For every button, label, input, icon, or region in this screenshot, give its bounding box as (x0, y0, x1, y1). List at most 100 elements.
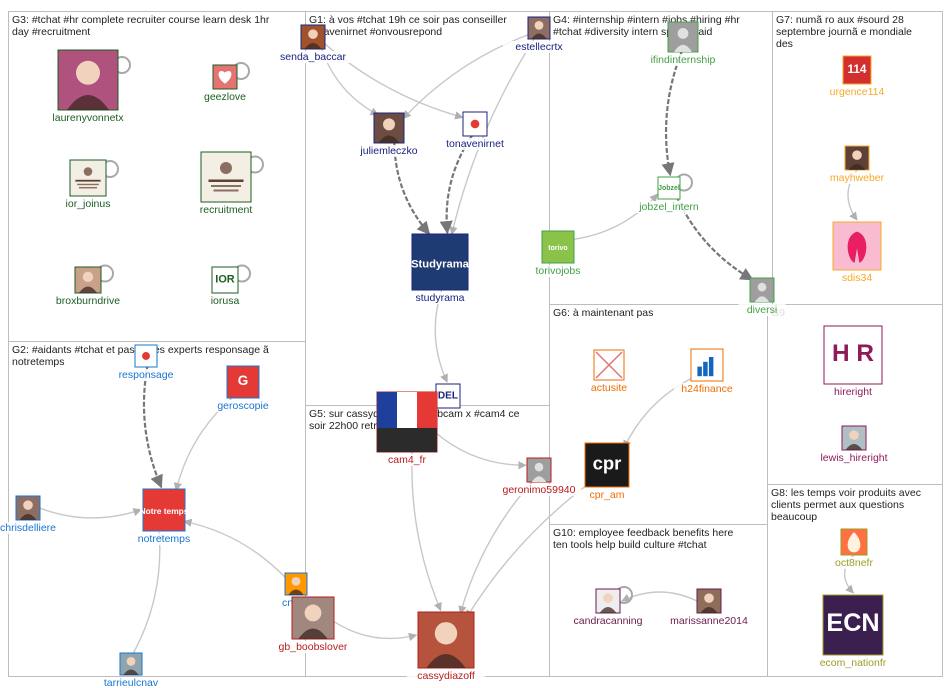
crest-icon-part (213, 189, 239, 192)
node-label-background (55, 198, 121, 210)
node-cam4_fr[interactable]: cam4_fr (376, 391, 438, 466)
edge-cam4_fr-cassydiazoff (411, 451, 442, 612)
node-candracanning[interactable]: candracanning (565, 588, 651, 627)
node-label: geronimo59940 (503, 484, 576, 496)
flag-icon-part (377, 428, 437, 452)
panel-g10: G10: employee feedback benefits hereten … (549, 524, 768, 677)
node-recruitment[interactable]: recruitment (189, 151, 263, 216)
node-ifindinternship[interactable]: ifindinternship (634, 21, 732, 66)
node-label: estellecrtx (515, 41, 563, 53)
node-label: recruitment (200, 204, 253, 216)
crest-icon-frame (69, 159, 107, 197)
avatar-icon-part (304, 604, 322, 622)
torivo-logo-icon-frame (541, 230, 575, 264)
avatar-icon-part (845, 444, 863, 450)
studyrama-logo-icon-part: Studyrama (411, 259, 470, 271)
ribbon-icon-part (847, 231, 867, 263)
node-label-background (0, 522, 71, 534)
avatar-icon-part (82, 271, 94, 283)
ior-logo-icon-frame (211, 266, 239, 294)
panel-title: notretemps (12, 356, 65, 368)
node-tarrieulcnav[interactable]: tarrieulcnav (91, 652, 171, 688)
default-user-icon-part (674, 44, 692, 52)
panel-g3: G3: #tchat #hr complete recruiter course… (8, 11, 306, 342)
node-del[interactable]: DEL (435, 383, 461, 409)
node-h24finance[interactable]: h24finance (674, 348, 740, 395)
avatar-icon-part (67, 95, 109, 110)
node-label-background (824, 86, 890, 98)
node-sdis34[interactable]: sdis34 (832, 221, 882, 284)
node-ior_joinus[interactable]: ior_joinus (55, 159, 121, 210)
panel-title: day #recruitment (12, 26, 90, 38)
node-oct8nefr[interactable]: oct8nefr (827, 528, 881, 569)
default-user-icon-part (534, 462, 544, 472)
flame-icon-part (847, 532, 861, 553)
nodes: laurenyvonnetx geezlove ior_joinus recruitm… (0, 16, 903, 688)
panel-title: G10: employee feedback benefits here (553, 527, 734, 539)
node-label: sdis34 (842, 272, 873, 284)
node-responsage[interactable]: responsage (113, 344, 179, 381)
crest-icon-part (79, 187, 97, 189)
node-senda_baccar[interactable]: senda_baccar (273, 24, 353, 63)
node-tonavenirnet[interactable]: tonavenirnet (435, 111, 515, 150)
del-logo-icon-part: DEL (438, 390, 458, 401)
avatar-icon-part (123, 669, 139, 675)
node-label-background (204, 295, 246, 307)
avatar-icon-part (78, 286, 98, 293)
node-actusite[interactable]: actusite (582, 349, 636, 394)
node-label-background (270, 641, 356, 653)
node-label: urgence114 (830, 86, 885, 98)
node-label-background (91, 677, 171, 688)
hr-logo-icon-frame (823, 325, 883, 385)
node-label: notretemps (138, 533, 191, 545)
panel-title: G8: les temps voir produits avec (771, 487, 921, 499)
node-estellecrtx[interactable]: estellecrtx (502, 16, 576, 53)
panel-g1: G1: à vos #tchat 19h ce soir pas conseil… (305, 11, 550, 406)
node-label: cassydiazoff (417, 670, 475, 682)
edge-tarrieulcnav-notretemps (132, 531, 164, 654)
node-chrisdelliere[interactable]: chrisdelliere (0, 495, 71, 534)
crest-icon-part (211, 185, 241, 187)
avatar-icon-part (434, 622, 458, 645)
node-marissanne2014[interactable]: marissanne2014 (663, 588, 755, 627)
node-label-background (349, 145, 429, 157)
node-label: responsage (119, 369, 174, 381)
panel-title: G6: à maintenant pas (553, 307, 653, 319)
node-mayhweber[interactable]: mayhweber (827, 145, 887, 184)
node-juliemleczko[interactable]: juliemleczko (349, 112, 429, 157)
node-diversi[interactable]: diversi (738, 277, 786, 316)
avatar-icon-part (704, 593, 714, 603)
del-logo-icon-frame (435, 383, 461, 409)
node-cassydiazoff[interactable]: cassydiazoff (406, 611, 486, 682)
edge-gb_boobslover-cassydiazoff (333, 620, 418, 641)
edge-cnaux-notretemps (183, 518, 287, 580)
avatar-icon-part (126, 656, 136, 666)
node-label-background (45, 295, 131, 307)
node-lewis_hireright[interactable]: lewis_hireright (805, 425, 903, 464)
g-logo-icon-part: G (238, 373, 248, 388)
node-geronimo59940[interactable]: geronimo59940 (496, 457, 582, 496)
node-label: oct8nefr (835, 557, 873, 569)
default-user-icon-part (677, 28, 689, 39)
default-user-icon-part (531, 476, 547, 482)
node-laurenyvonnetx[interactable]: laurenyvonnetx (42, 49, 134, 124)
node-label-background (586, 489, 628, 501)
node-geezlove[interactable]: geezlove (198, 64, 252, 103)
node-broxburndrive[interactable]: broxburndrive (45, 266, 131, 307)
node-label: cpr_am (589, 489, 624, 501)
node-gb_boobslover[interactable]: gb_boobslover (270, 596, 356, 653)
node-label-background (210, 400, 276, 412)
node-label-background (663, 615, 755, 627)
